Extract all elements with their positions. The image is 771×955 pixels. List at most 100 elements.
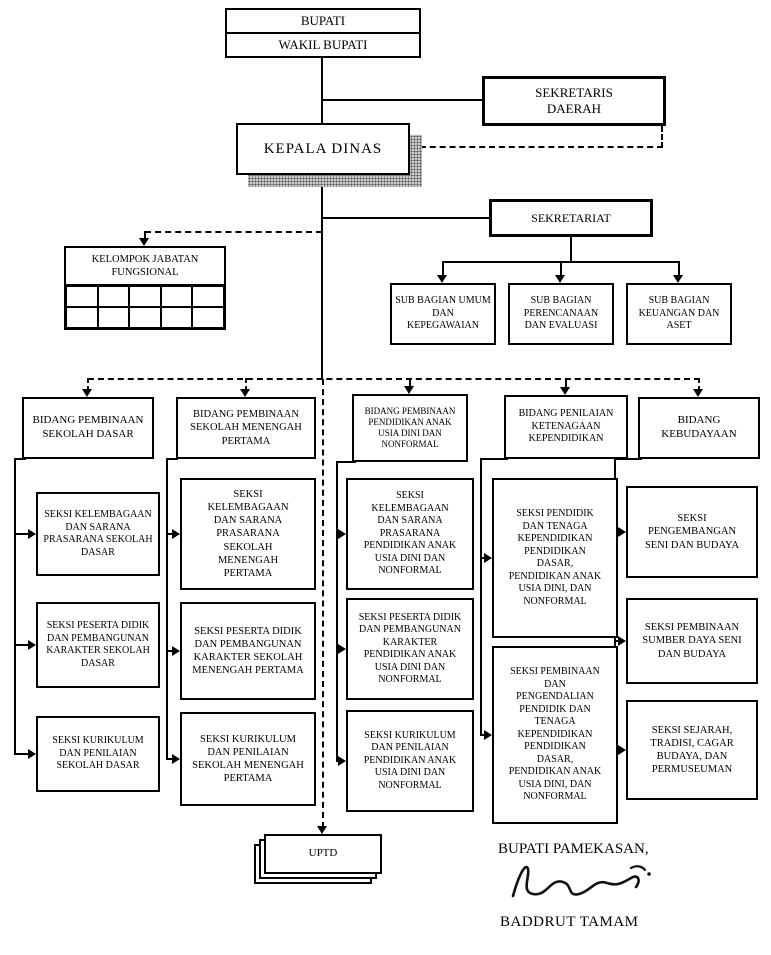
arrow-right-icon: [172, 646, 180, 656]
connector: [14, 753, 30, 755]
sub-bagian-label: SUB BAGIAN PERENCANAAN DAN EVALUASI: [523, 295, 599, 332]
bidang-label: BIDANG PEMBINAAN SEKOLAH MENENGAH PERTAM…: [190, 409, 302, 447]
seksi-label: SEKSI PEMBINAAN SUMBER DAYA SENI DAN BUD…: [642, 622, 742, 660]
connector-dashed: [661, 126, 663, 148]
arrow-down-icon: [404, 386, 414, 394]
fungsional-grid-cell: [66, 286, 98, 307]
seksi-label: SEKSI KURIKULUM DAN PENILAIAN SEKOLAH ME…: [192, 733, 304, 785]
bidang-label: BIDANG KEBUDAYAAN: [661, 414, 737, 440]
signature-title: BUPATI PAMEKASAN,: [498, 841, 649, 857]
connector-dashed: [87, 378, 89, 391]
connector: [166, 650, 174, 652]
bidang-label: BIDANG PEMBINAAN SEKOLAH DASAR: [32, 414, 144, 440]
arrow-right-icon: [618, 527, 626, 537]
seksi-label: SEKSI KELEMBAGAAN DAN SARANA PRASARANA S…: [43, 509, 153, 558]
arrow-right-icon: [28, 529, 36, 539]
wakil-bupati-label: WAKIL BUPATI: [278, 36, 368, 52]
connector: [166, 533, 174, 535]
connector-dashed: [145, 231, 322, 233]
bupati-label: BUPATI: [227, 10, 419, 34]
uptd-box: UPTD: [264, 834, 382, 874]
fungsional-grid-cell: [192, 307, 224, 328]
seksi-label: SEKSI PESERTA DIDIK DAN PEMBANGUNAN KARA…: [46, 620, 150, 669]
connector-dashed: [698, 378, 700, 391]
fungsional-box: KELOMPOK JABATAN FUNGSIONAL: [64, 246, 226, 286]
bidang-label: BIDANG PENILAIAN KETENAGAAN KEPENDIDIKAN: [518, 408, 614, 445]
arrow-down-icon: [82, 389, 92, 397]
connector: [570, 237, 572, 263]
bidang-box: BIDANG PEMBINAAN SEKOLAH MENENGAH PERTAM…: [176, 397, 316, 459]
sekretaris-daerah-box: SEKRETARIS DAERAH: [482, 76, 666, 126]
seksi-box: SEKSI PENGEMBANGAN SENI DAN BUDAYA: [626, 486, 758, 578]
arrow-down-icon: [139, 238, 149, 246]
arrow-right-icon: [28, 749, 36, 759]
seksi-box: SEKSI PESERTA DIDIK DAN PEMBANGUNAN KARA…: [346, 598, 474, 700]
arrow-down-icon: [317, 826, 327, 834]
fungsional-grid-cell: [97, 307, 130, 328]
bidang-box: BIDANG PENILAIAN KETENAGAAN KEPENDIDIKAN: [504, 395, 628, 459]
connector: [14, 644, 30, 646]
sekretaris-daerah-label: SEKRETARIS DAERAH: [535, 84, 613, 116]
seksi-box: SEKSI PENDIDIK DAN TENAGA KEPENDIDIKAN P…: [492, 478, 618, 638]
connector: [614, 458, 642, 460]
connector: [442, 261, 444, 276]
sub-bagian-box: SUB BAGIAN UMUM DAN KEPEGAWAIAN: [390, 283, 496, 345]
arrow-right-icon: [28, 640, 36, 650]
connector: [14, 533, 30, 535]
arrow-right-icon: [338, 529, 346, 539]
connector: [336, 461, 338, 762]
signature-name: BADDRUT TAMAM: [500, 914, 639, 930]
connector: [14, 458, 26, 460]
bupati-box: BUPATI WAKIL BUPATI: [225, 8, 421, 58]
fungsional-grid-cell: [129, 307, 161, 328]
kepala-dinas-label: KEPALA DINAS: [263, 140, 383, 157]
seksi-label: SEKSI KELEMBAGAAN DAN SARANA PRASARANA P…: [363, 490, 457, 577]
arrow-right-icon: [484, 553, 492, 563]
arrow-down-icon: [437, 275, 447, 283]
sub-bagian-box: SUB BAGIAN PERENCANAAN DAN EVALUASI: [508, 283, 614, 345]
sub-bagian-label: SUB BAGIAN UMUM DAN KEPEGAWAIAN: [395, 295, 491, 332]
arrow-right-icon: [338, 756, 346, 766]
connector: [480, 557, 486, 559]
arrow-down-icon: [240, 389, 250, 397]
seksi-box: SEKSI PESERTA DIDIK DAN PEMBANGUNAN KARA…: [180, 602, 316, 700]
fungsional-grid: [64, 284, 226, 330]
connector: [322, 217, 489, 219]
fungsional-grid-cell: [129, 286, 161, 307]
connector: [321, 58, 323, 123]
seksi-box: SEKSI KURIKULUM DAN PENILAIAN SEKOLAH DA…: [36, 716, 160, 792]
uptd-label: UPTD: [308, 847, 338, 860]
connector: [480, 734, 486, 736]
seksi-label: SEKSI SEJARAH, TRADISI, CAGAR BUDAYA, DA…: [650, 724, 734, 776]
seksi-box: SEKSI PEMBINAAN DAN PENGENDALIAN PENDIDI…: [492, 646, 618, 824]
bidang-box: BIDANG KEBUDAYAAN: [638, 397, 760, 459]
seksi-box: SEKSI KURIKULUM DAN PENILAIAN SEKOLAH ME…: [180, 712, 316, 806]
connector-dashed: [410, 146, 663, 148]
seksi-box: SEKSI KELEMBAGAAN DAN SARANA PRASARANA S…: [180, 478, 316, 590]
connector: [480, 458, 482, 736]
arrow-down-icon: [555, 275, 565, 283]
arrow-down-icon: [560, 387, 570, 395]
seksi-label: SEKSI PENDIDIK DAN TENAGA KEPENDIDIKAN P…: [508, 508, 602, 607]
sekretariat-box: SEKRETARIAT: [489, 199, 653, 237]
connector-dashed: [88, 378, 700, 380]
arrow-right-icon: [484, 730, 492, 740]
arrow-right-icon: [172, 754, 180, 764]
seksi-label: SEKSI KELEMBAGAAN DAN SARANA PRASARANA S…: [207, 489, 289, 579]
kepala-dinas-box: KEPALA DINAS: [236, 123, 410, 175]
seksi-label: SEKSI PEMBINAAN DAN PENGENDALIAN PENDIDI…: [508, 666, 602, 803]
connector: [322, 99, 482, 101]
arrow-right-icon: [338, 644, 346, 654]
fungsional-grid-cell: [192, 286, 224, 307]
connector: [321, 175, 323, 379]
connector-dashed: [245, 378, 247, 391]
connector-dashed: [409, 378, 411, 388]
connector: [166, 758, 174, 760]
sub-bagian-box: SUB BAGIAN KEUANGAN DAN ASET: [626, 283, 732, 345]
arrow-down-icon: [693, 389, 703, 397]
fungsional-grid-cell: [66, 307, 98, 328]
connector: [166, 458, 178, 460]
connector-dashed: [144, 231, 146, 241]
seksi-label: SEKSI KURIKULUM DAN PENILAIAN PENDIDIKAN…: [363, 729, 457, 791]
